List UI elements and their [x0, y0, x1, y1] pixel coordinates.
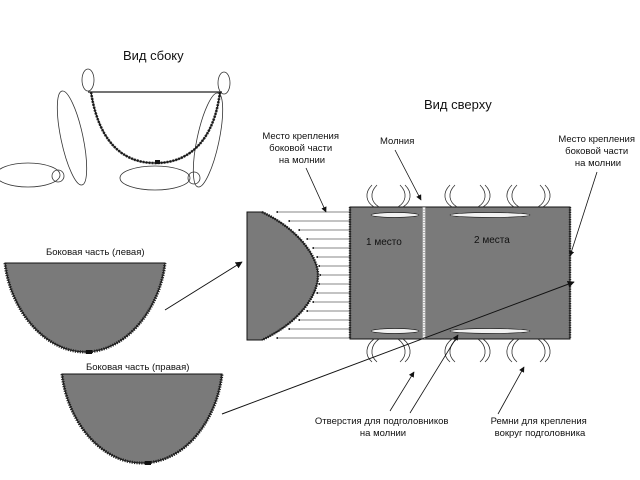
right-seat-back [192, 92, 224, 188]
straps-label: Ремни для крепления вокруг подголовника [491, 416, 590, 439]
side-view-bag [88, 91, 222, 165]
place-1-label: 1 место [366, 237, 402, 248]
side-panel-left [3, 262, 167, 354]
right-seat-knob [187, 171, 201, 185]
top-view-bag [348, 206, 572, 340]
right-headrest [217, 71, 231, 95]
side-view-title: Вид сбоку [123, 48, 184, 63]
attachment-arrows [275, 210, 355, 340]
attach-right-label: Место крепления боковой части на молнии [558, 134, 637, 169]
right-panel-connector-arrow [221, 280, 575, 415]
straps-arrow [497, 366, 525, 415]
place-2-label: 2 места [474, 235, 510, 246]
top-view-title: Вид сверху [424, 97, 492, 112]
left-seat-knob [51, 169, 65, 183]
attach-left-label: Место крепления боковой части на молнии [262, 131, 341, 166]
zipper-arrow [394, 149, 422, 201]
holes-arrow-left [389, 371, 415, 412]
left-headrest [81, 68, 95, 92]
side-view-illustration [0, 68, 231, 191]
attach-left-arrow [305, 167, 327, 213]
right-seat-cushion [119, 165, 191, 191]
holes-label: Отверстия для подголовников на молнии [315, 416, 451, 439]
left-seat-cushion [0, 162, 61, 188]
side-panel-left-label: Боковая часть (левая) [46, 247, 145, 258]
headrest-zipper-holes [370, 212, 531, 334]
top-view-side-panel [246, 210, 320, 342]
attach-right-arrow [568, 171, 598, 257]
side-panel-right-label: Боковая часть (правая) [86, 362, 189, 373]
side-panel-right [60, 373, 224, 465]
holes-arrow-right [409, 334, 459, 414]
left-seat-back [56, 90, 88, 186]
zipper-label: Молния [380, 136, 414, 147]
left-panel-connector-arrow [164, 261, 243, 311]
